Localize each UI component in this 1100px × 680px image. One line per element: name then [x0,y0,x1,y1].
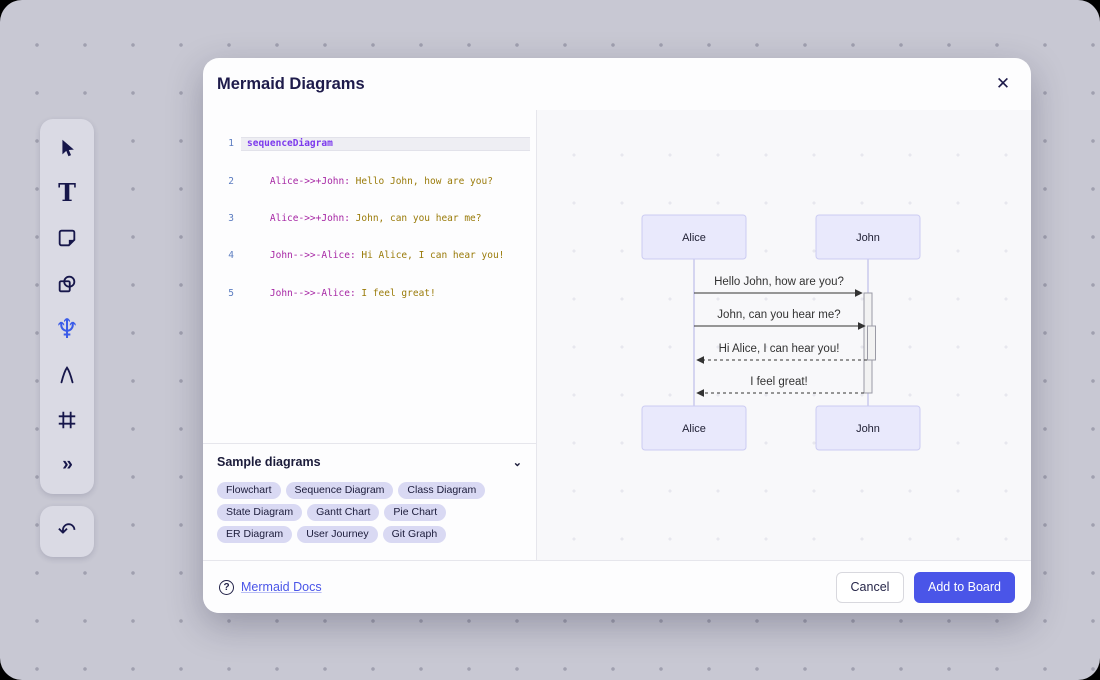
help-icon: ? [219,579,234,595]
chip-user-journey[interactable]: User Journey [297,526,378,543]
dialog-footer: ? Mermaid Docs Cancel Add to Board [203,560,1031,613]
chevrons-right-icon: » [62,454,73,476]
line-number: 4 [228,250,234,262]
tool-palette: T ♆ » [40,119,94,494]
actor-label: John [856,232,880,244]
mermaid-tool-button[interactable]: ♆ [47,309,87,349]
sequence-diagram-preview: Hello John, how are you? John, can you h… [641,214,921,451]
diagram-preview-pane: Hello John, how are you? John, can you h… [537,110,1031,560]
more-tools-button[interactable]: » [47,445,87,485]
dialog-header: Mermaid Diagrams ✕ [203,58,1031,110]
code-line[interactable]: 1 sequenceDiagram [203,136,536,152]
actor-label: Alice [682,232,706,244]
message-text: I feel great! [750,376,808,388]
mermaid-diagrams-dialog: Mermaid Diagrams ✕ 1 sequenceDiagram 2 A… [203,58,1031,613]
code-message: I feel great! [355,287,436,299]
pen-icon [60,365,74,383]
text-tool-button[interactable]: T [47,173,87,213]
chip-git-graph[interactable]: Git Graph [382,526,447,543]
line-number: 2 [228,176,234,188]
code-line[interactable]: 5 John-->>-Alice: I feel great! [203,288,536,300]
dialog-title: Mermaid Diagrams [217,74,365,93]
mermaid-code-editor[interactable]: 1 sequenceDiagram 2 Alice->>+John: Hello… [203,110,536,443]
docs-link-label: Mermaid Docs [241,580,322,594]
code-actors: Alice->>+John: [247,176,350,188]
activation-bar-inner [867,325,876,361]
shapes-tool-button[interactable] [47,264,87,304]
chip-sequence-diagram[interactable]: Sequence Diagram [285,482,394,499]
code-keyword: sequenceDiagram [247,137,333,149]
frame-tool-button[interactable] [47,400,87,440]
message-text: Hello John, how are you? [714,276,844,288]
code-line[interactable]: 2 Alice->>+John: Hello John, how are you… [203,176,536,188]
code-line[interactable]: 4 John-->>-Alice: Hi Alice, I can hear y… [203,250,536,262]
code-message: Hello John, how are you? [349,176,493,188]
mermaid-docs-link[interactable]: ? Mermaid Docs [219,579,322,595]
line-number: 3 [228,213,234,225]
sample-chip-list: Flowchart Sequence Diagram Class Diagram… [203,480,536,543]
pen-tool-button[interactable] [47,355,87,395]
cancel-button[interactable]: Cancel [836,571,904,603]
close-icon: ✕ [995,74,1011,93]
chip-class-diagram[interactable]: Class Diagram [398,482,486,499]
trident-icon: ♆ [54,313,80,345]
actor-box-alice-bottom [641,405,747,451]
add-to-board-button[interactable]: Add to Board [914,571,1015,603]
line-number: 1 [228,137,234,149]
select-tool-button[interactable] [47,128,87,168]
message-text: Hi Alice, I can hear you! [719,343,840,355]
shapes-icon [58,275,76,293]
chip-gantt-chart[interactable]: Gantt Chart [307,504,380,521]
message-text: John, can you hear me? [717,309,840,321]
chip-state-diagram[interactable]: State Diagram [217,504,303,521]
sticky-note-tool-button[interactable] [47,218,87,258]
sticky-note-icon [58,230,76,247]
chip-flowchart[interactable]: Flowchart [217,482,281,499]
actor-label: Alice [682,423,706,435]
cursor-icon [62,139,74,156]
code-actors: John-->>-Alice: [247,250,356,262]
chip-er-diagram[interactable]: ER Diagram [217,526,293,543]
sample-diagrams-header[interactable]: Sample diagrams ⌄ [203,444,536,480]
code-actors: John-->>-Alice: [247,287,356,299]
sample-diagrams-section: Sample diagrams ⌄ Flowchart Sequence Dia… [203,443,536,560]
chip-pie-chart[interactable]: Pie Chart [384,504,447,521]
code-line[interactable]: 3 Alice->>+John: John, can you hear me? [203,213,536,225]
chevron-down-icon: ⌄ [512,456,522,469]
code-message: Hi Alice, I can hear you! [355,250,505,262]
sample-diagrams-title: Sample diagrams [217,455,321,469]
actor-box-john-bottom [815,405,921,451]
undo-button[interactable]: ↶ [40,506,94,557]
frame-icon [58,411,76,429]
close-button[interactable]: ✕ [991,72,1015,96]
code-message: John, can you hear me? [349,213,482,225]
undo-icon: ↶ [57,519,77,544]
actor-box-alice-top [641,214,747,260]
actor-box-john-top [815,214,921,260]
editor-pane: 1 sequenceDiagram 2 Alice->>+John: Hello… [203,110,537,560]
actor-label: John [856,423,880,435]
code-actors: Alice->>+John: [247,213,350,225]
line-number: 5 [228,287,234,299]
text-icon: T [58,178,76,208]
